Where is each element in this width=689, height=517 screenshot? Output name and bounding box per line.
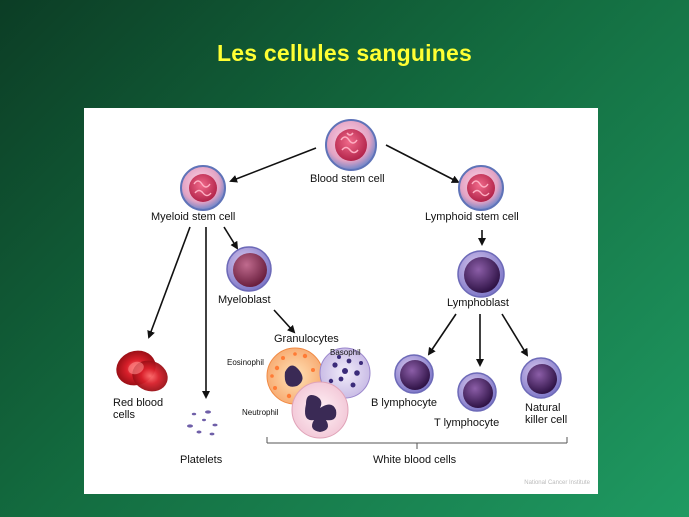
b-lymphocyte-cell — [394, 354, 434, 394]
white-blood-cells-bracket — [266, 437, 568, 449]
label-white-blood-cells: White blood cells — [373, 454, 457, 466]
slide-title: Les cellules sanguines — [217, 40, 472, 66]
label-lymphoblast: Lymphoblast — [447, 297, 509, 309]
red-blood-cells — [116, 350, 168, 392]
blood-cell-diagram: Blood stem cell Myeloid stem cell Lympho… — [84, 108, 598, 494]
label-t-lymphocyte: T lymphocyte — [434, 417, 500, 429]
label-red-blood-cells-line2: cells — [113, 409, 136, 421]
credit-watermark: National Cancer Institute — [524, 480, 590, 486]
arrow-lymphoblast-to-b — [427, 313, 457, 356]
label-red-blood-cells-line1: Red blood — [113, 397, 164, 409]
t-lymphocyte-cell — [457, 372, 497, 412]
myeloblast-cell — [226, 246, 272, 292]
arrow-myeloid-to-rbc — [147, 226, 191, 339]
arrow-stem-to-lymphoid — [385, 144, 460, 183]
label-natural-killer-line1: Natural — [525, 402, 561, 414]
arrow-myeloblast-to-granulocytes — [273, 309, 296, 334]
label-basophil: Basophil — [330, 348, 361, 357]
neutrophil-cell — [291, 381, 349, 439]
arrow-myeloid-to-myeloblast — [223, 226, 239, 250]
label-myeloid-stem-cell: Myeloid stem cell — [151, 211, 236, 223]
arrow-stem-to-myeloid — [229, 147, 317, 183]
natural-killer-cell — [520, 357, 562, 399]
blood-stem-cell — [325, 119, 377, 171]
label-lymphoid-stem-cell: Lymphoid stem cell — [425, 211, 519, 223]
myeloid-stem-cell — [180, 165, 226, 211]
label-natural-killer-line2: killer cell — [525, 414, 568, 426]
label-myeloblast: Myeloblast — [218, 294, 271, 306]
diagram-graphics — [116, 119, 568, 449]
label-platelets: Platelets — [180, 454, 223, 466]
label-granulocytes: Granulocytes — [274, 333, 339, 345]
label-b-lymphocyte: B lymphocyte — [371, 397, 438, 409]
lymphoid-stem-cell — [458, 165, 504, 211]
lymphoblast-cell — [457, 250, 505, 298]
label-neutrophil: Neutrophil — [242, 408, 279, 417]
arrows — [147, 144, 529, 399]
label-eosinophil: Eosinophil — [227, 358, 264, 367]
label-blood-stem-cell: Blood stem cell — [310, 173, 385, 185]
arrow-lymphoblast-to-nk — [501, 313, 529, 357]
platelets — [187, 410, 218, 436]
